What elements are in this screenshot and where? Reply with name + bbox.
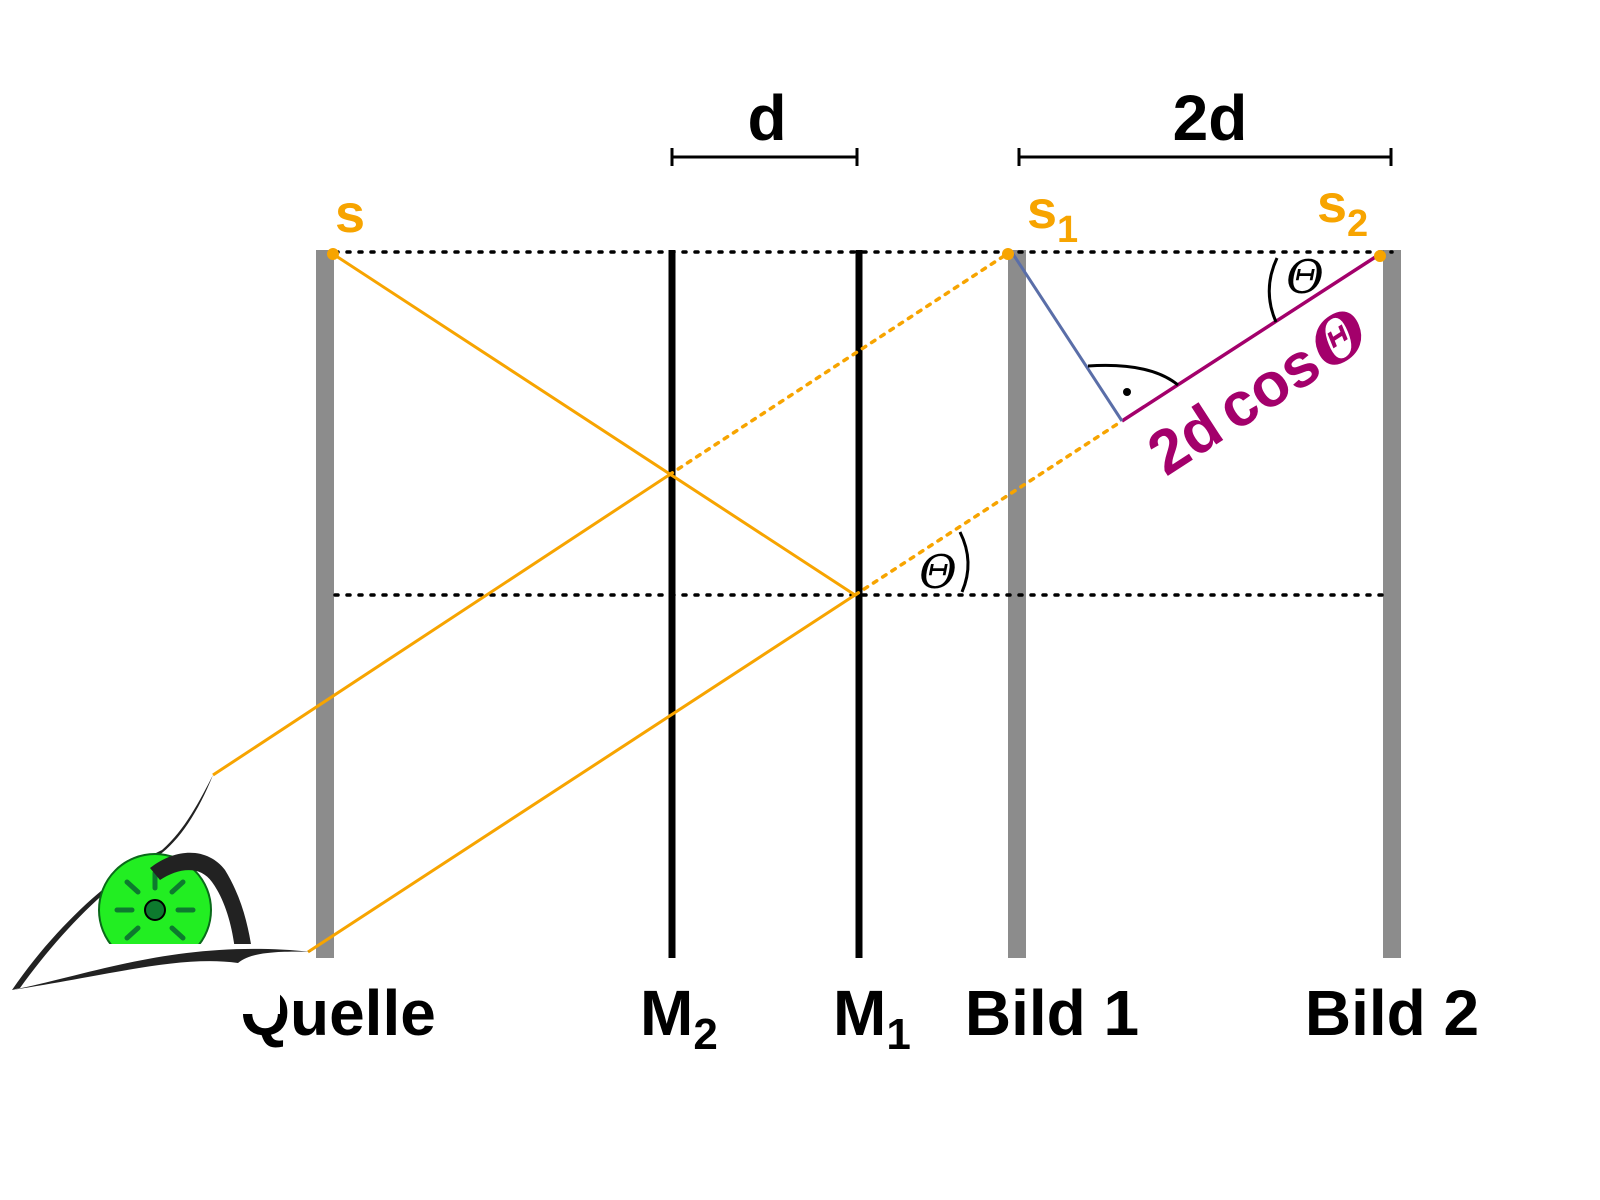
- dimension-2d: [1017, 148, 1393, 166]
- dimension-d-label: d: [747, 82, 786, 154]
- eye-lower-lid: [12, 948, 312, 990]
- perpendicular-line: [1011, 253, 1124, 422]
- path-difference-label: 2dcosΘ: [1134, 294, 1381, 490]
- ray-source-to-m1: [332, 252, 856, 597]
- virtual-ray-to-s1: [667, 252, 1009, 477]
- eye-iris-rays: [114, 870, 196, 941]
- theta-top-label: Θ: [1286, 250, 1324, 304]
- theta-mid-arc: [958, 531, 970, 593]
- point-s1: [1002, 248, 1014, 260]
- virtual-ray-to-s2: [853, 419, 1124, 597]
- theta-top-arc: [1267, 257, 1279, 323]
- point-s2: [1374, 250, 1386, 262]
- point-s: [327, 248, 339, 260]
- right-angle-arc: [1087, 363, 1179, 387]
- path-difference-segment: [1121, 252, 1381, 423]
- eye-icon: [12, 775, 312, 1014]
- dimension-2d-label: 2d: [1173, 82, 1248, 154]
- label-s: s: [335, 184, 365, 244]
- ray-m1-to-eye: [307, 593, 856, 954]
- eye-pupil: [144, 899, 166, 921]
- label-bild1: Bild 1: [965, 977, 1139, 1049]
- label-bild2: Bild 2: [1305, 977, 1479, 1049]
- theta-mid-label: Θ: [919, 545, 957, 599]
- label-m2: M2: [640, 977, 718, 1059]
- ray-m2-to-eye: [212, 473, 670, 777]
- right-angle-dot: [1123, 388, 1131, 396]
- dimension-d: [670, 148, 859, 166]
- eye-eyebrow: [150, 852, 252, 950]
- label-s1: s1: [1027, 180, 1078, 251]
- label-s2: s2: [1317, 174, 1368, 245]
- label-m1: M1: [833, 977, 911, 1059]
